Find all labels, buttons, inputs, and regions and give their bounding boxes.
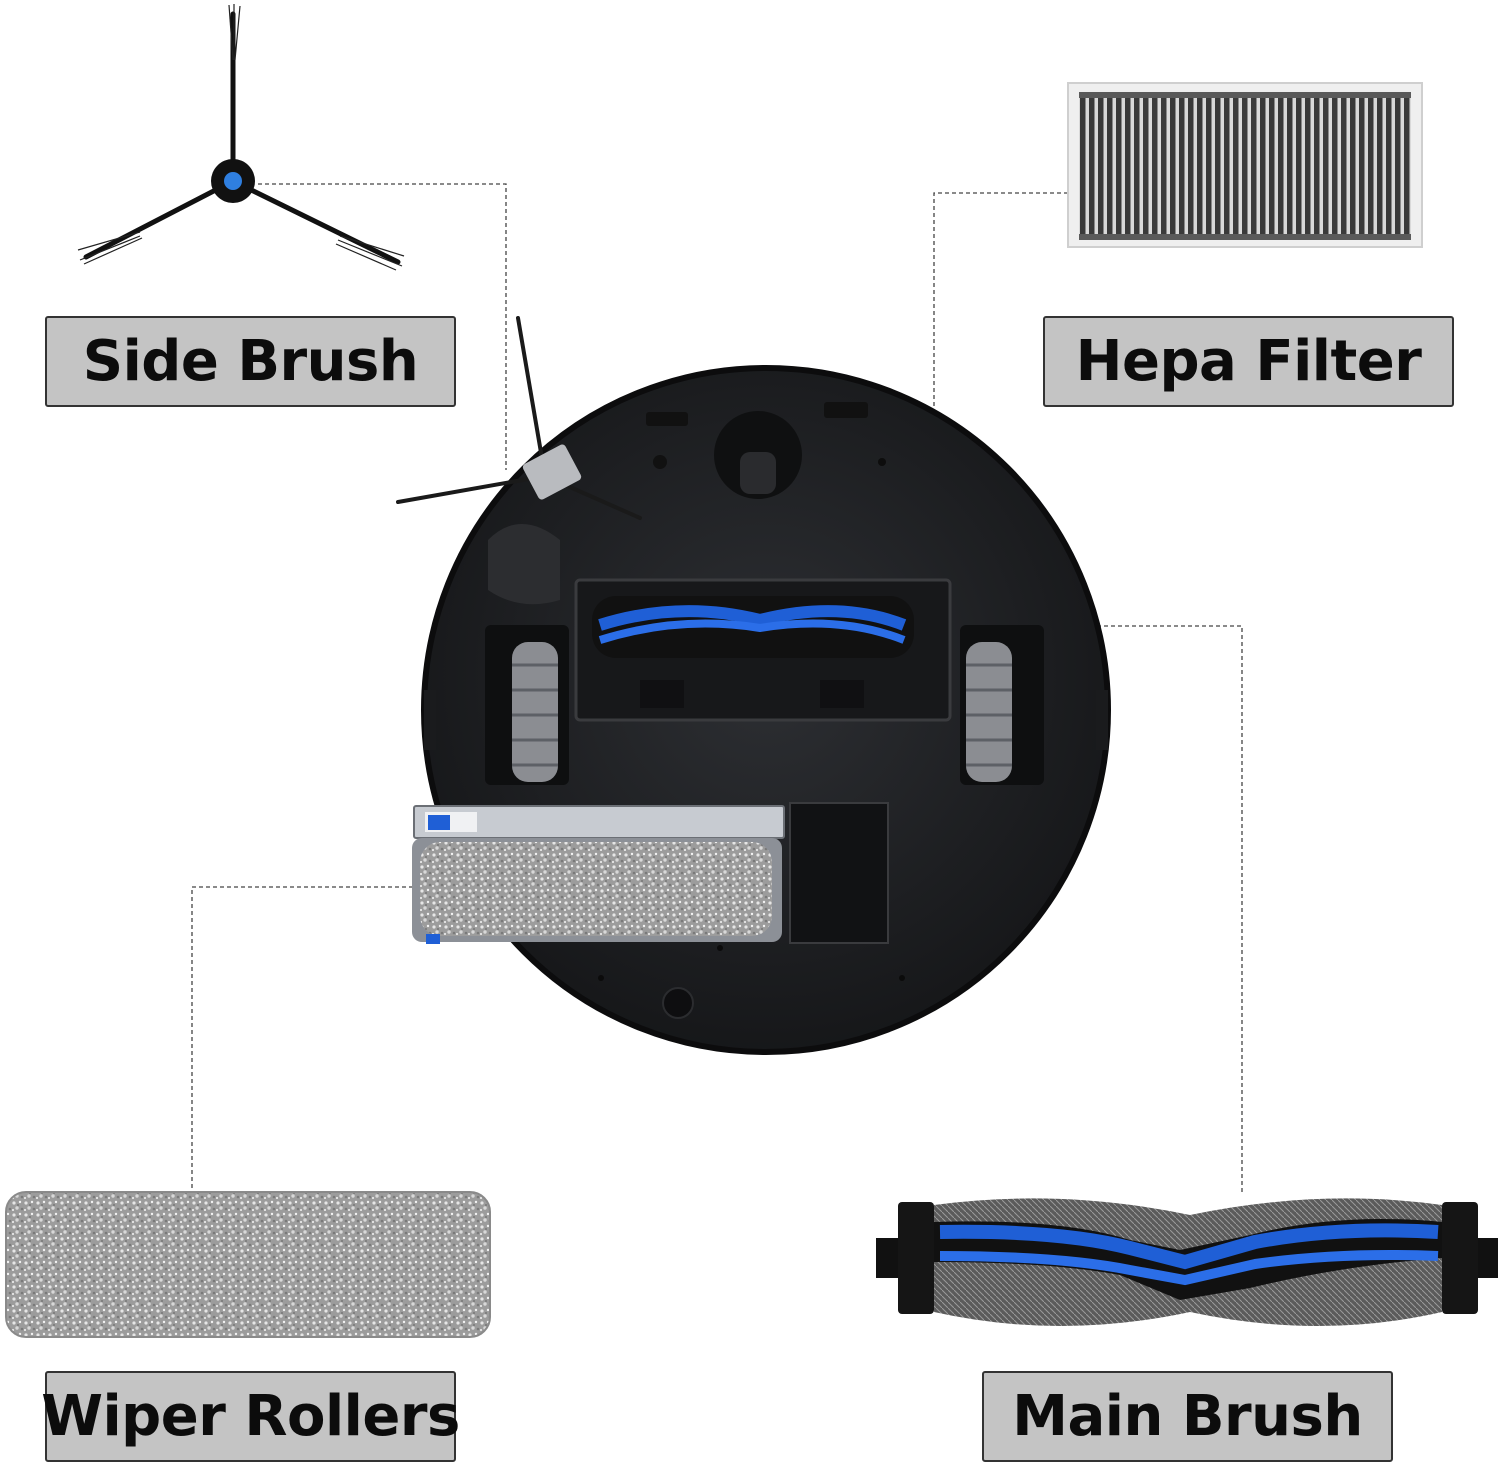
side-brush-label: Side Brush: [45, 316, 456, 407]
main-brush-label: Main Brush: [982, 1371, 1393, 1462]
wiper-rollers-label: Wiper Rollers: [41, 1371, 460, 1462]
hepa-filter-label: Hepa Filter: [1043, 316, 1454, 407]
leader-line-wiper-rollers: [191, 886, 413, 1192]
wiper-roller-icon: [5, 1191, 491, 1338]
hepa-filter-icon: [1067, 82, 1423, 248]
robot-vacuum-underside-image: [396, 316, 1111, 1055]
side-brush-icon: [77, 4, 405, 271]
main-brush-icon: [876, 1198, 1498, 1326]
leader-line-side-brush: [258, 183, 507, 470]
leader-line-hepa-filter: [933, 192, 1068, 412]
